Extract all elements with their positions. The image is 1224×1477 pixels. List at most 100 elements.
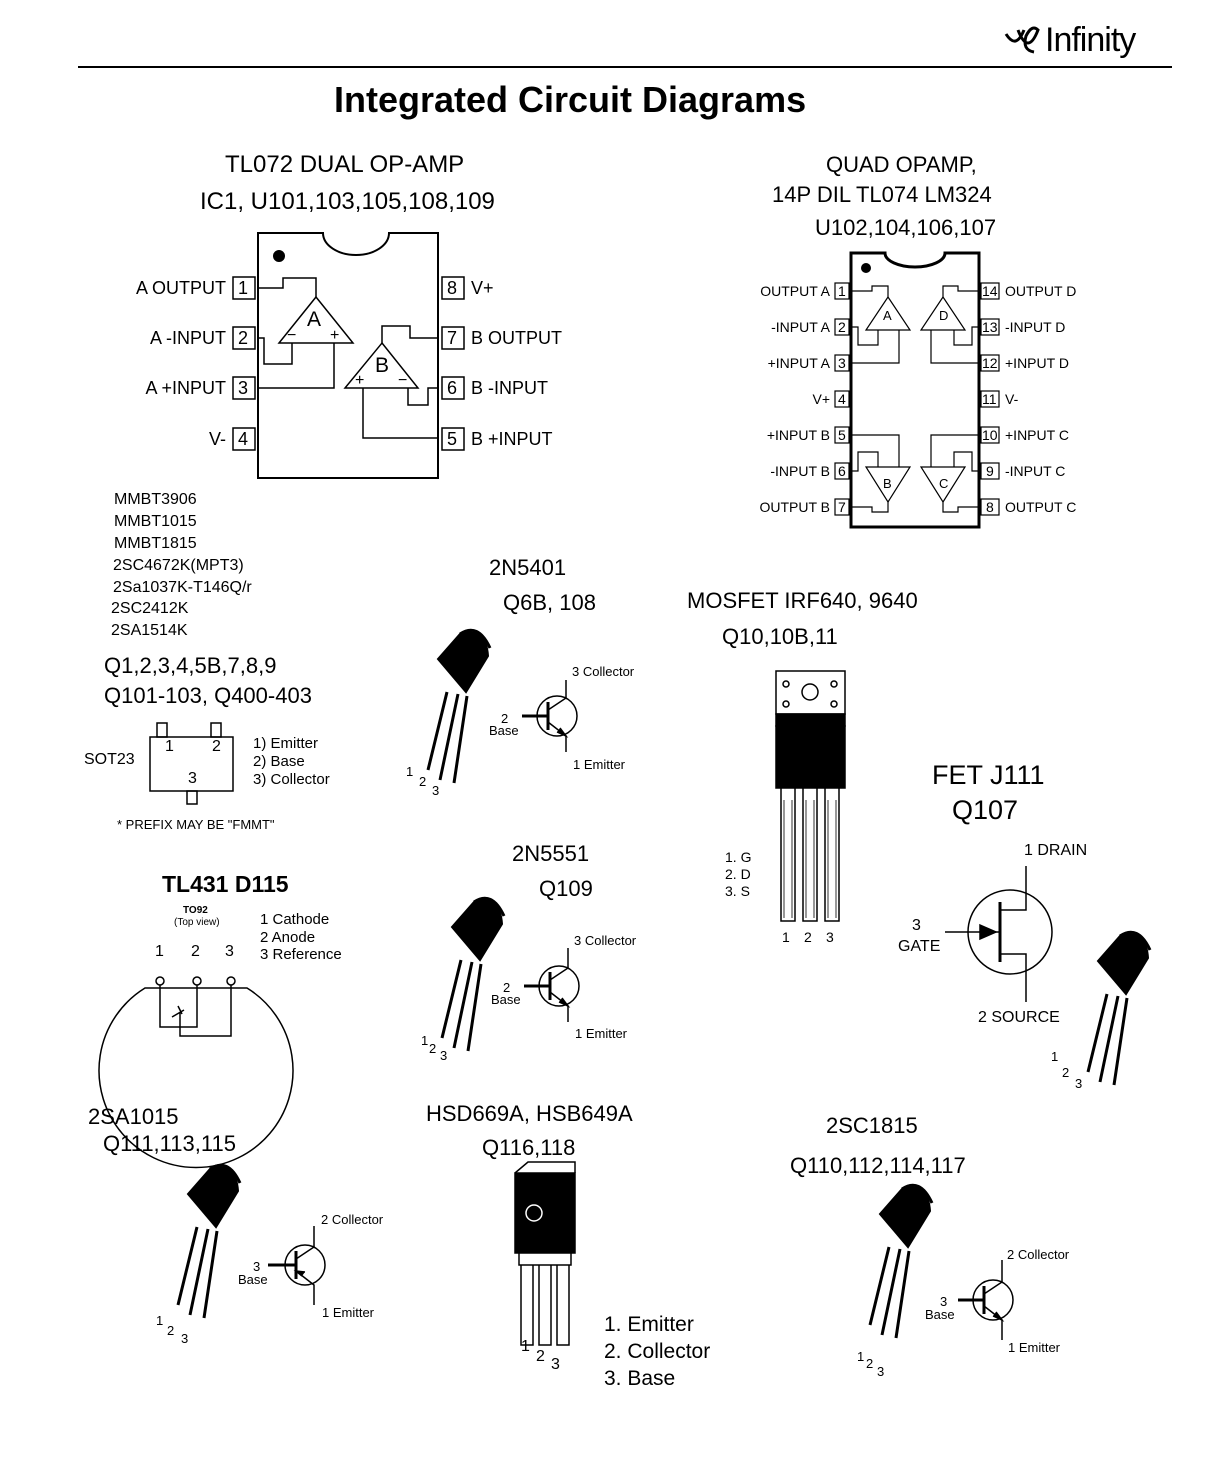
tl072-label-vminus: V- [208,429,226,449]
infinity-logo-icon [1004,26,1040,54]
quad-pin-5: 5 [838,427,846,443]
q2n5401-emitter: 1 Emitter [573,757,626,772]
quad-pin-6: 6 [838,463,846,479]
quad-amp-d: D [939,308,949,323]
sot23-part-1: MMBT3906 [114,491,197,508]
q2sa1015-emitter: 1 Emitter [322,1305,375,1320]
fet-drain: 1 DRAIN [1024,842,1088,859]
quad-label-minus-d: -INPUT D [1005,319,1066,335]
sot23-pin-1: 1 [165,738,174,755]
q2sa1015-base: Base [238,1272,268,1287]
mosfet-to220-package [775,670,846,922]
q2sa1015-lead-1: 1 [156,1313,164,1328]
hsd-part: HSD669A, HSB649A [426,1101,633,1126]
quad-label-output-d: OUTPUT D [1005,283,1077,299]
hsd-refs: Q116,118 [482,1135,576,1160]
quad-label-minus-b: -INPUT B [770,463,830,479]
sot23-pin-2: 2 [212,738,221,755]
quad-pin-3: 3 [838,355,846,371]
hsd-legend-1: 1. Emitter [604,1313,694,1336]
q2sa1015-collector: 2 Collector [321,1212,384,1227]
brand-logo-text: Infinity [1045,21,1136,59]
quad-pin-11: 11 [982,391,997,407]
quad-pin-7: 7 [838,499,846,515]
quad-pin-10: 10 [982,427,998,443]
mosfet-lead-1: 1 [782,929,790,945]
bjt-symbol-2n5401 [522,680,578,752]
quad-title: QUAD OPAMP, [826,152,977,177]
quad-refs: U102,104,106,107 [815,215,997,240]
quad-pin-2: 2 [838,319,846,335]
q2n5551-lead-3: 3 [440,1048,448,1063]
quad-label-output-c: OUTPUT C [1005,499,1077,515]
fet-refs: Q107 [952,795,1019,825]
quad-pin-14: 14 [982,283,998,299]
quad-label-minus-c: -INPUT C [1005,463,1066,479]
quad-pin-4: 4 [838,391,846,407]
tl072-pin-4: 4 [238,429,249,449]
quad-pin-12: 12 [982,355,998,371]
q2n5401-lead-3: 3 [432,783,440,798]
tl431-pin-3: 3 [225,943,234,960]
quad-pin1-dot [861,263,871,273]
q2sc1815-part: 2SC1815 [826,1113,918,1138]
quad-pin-1: 1 [838,283,846,299]
tl072-amp-a: A [307,308,322,331]
tl431-legend-3: 3 Reference [260,946,342,963]
to92-package-2sa1015 [176,1163,242,1319]
sot23-part-2: MMBT1015 [114,513,197,530]
sot23-refs-1: Q1,2,3,4,5B,7,8,9 [104,653,277,678]
sot23-part-6: 2SC2412K [111,600,189,617]
tl431-legend-1: 1 Cathode [260,911,330,928]
mosfet-lead-3: 3 [826,929,834,945]
fet-title: FET J111 [932,760,1045,790]
sot23-refs-2: Q101-103, Q400-403 [104,683,312,708]
fet-lead-3: 3 [1075,1076,1083,1091]
q2sa1015-lead-2: 2 [167,1323,175,1338]
to92-package-2n5401 [426,628,492,784]
quad-subtitle: 14P DIL TL074 LM324 [772,182,992,207]
quad-label-minus-a: -INPUT A [771,319,830,335]
q2n5401-lead-2: 2 [419,774,427,789]
tl072-pin-2: 2 [238,328,249,348]
tl431-pin-1: 1 [155,943,164,960]
q2n5551-lead-2: 2 [429,1041,437,1056]
mosfet-refs: Q10,10B,11 [722,624,838,649]
quad-chip-outline [849,251,981,529]
tl072-refs: IC1, U101,103,105,108,109 [200,188,495,215]
quad-pin-boxes [834,282,1000,516]
quad-label-plus-c: +INPUT C [1005,427,1069,443]
hsd-lead-3: 3 [551,1356,560,1373]
tl072-amp-b: B [375,354,390,377]
q2n5551-lead-1: 1 [421,1033,429,1048]
q2n5551-refs: Q109 [539,876,593,901]
tl072-pin-8: 8 [447,278,458,298]
jfet-symbol-j111 [945,866,1053,1002]
tl072-amp-b-minus: − [398,372,408,389]
tl072-wiring [258,277,438,439]
tl431-package [98,976,294,1169]
quad-label-output-a: OUTPUT A [760,283,830,299]
mosfet-legend-s: 3. S [725,883,750,899]
q2n5551-emitter: 1 Emitter [575,1026,628,1041]
tl072-label-a-output: A OUTPUT [135,278,226,298]
sot23-pin-3: 3 [188,770,197,787]
tl072-pin-1: 1 [238,278,249,298]
tl072-chip-outline [257,232,439,479]
sot23-legend-1: 1) Emitter [253,735,319,752]
q2n5551-base: Base [491,992,521,1007]
q2sa1015-base-num: 3 [253,1259,261,1274]
bjt-symbol-2n5551 [524,948,580,1022]
q2n5401-part: 2N5401 [489,555,567,580]
tl072-label-b-minus: B -INPUT [471,378,549,398]
q2sc1815-lead-2: 2 [866,1356,874,1371]
quad-pin-13: 13 [982,319,998,335]
bjt-symbol-2sc1815 [958,1260,1014,1340]
quad-label-vplus: V+ [812,391,830,407]
tl072-label-vplus: V+ [471,278,494,298]
hsd-lead-2: 2 [536,1348,545,1365]
to92-package-2n5551 [440,896,506,1052]
q2n5401-base-num: 2 [501,711,509,726]
mosfet-legend-d: 2. D [725,866,751,882]
